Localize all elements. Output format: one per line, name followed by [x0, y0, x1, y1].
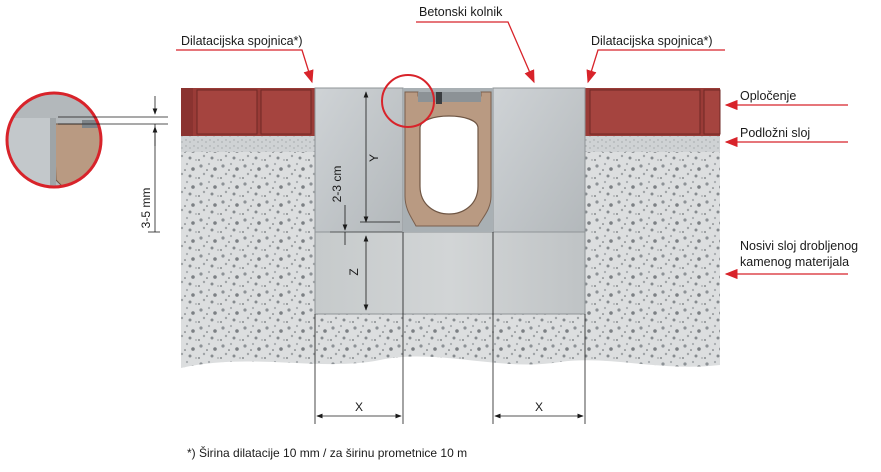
label-base-layer-line1: Nosivi sloj drobljenog: [740, 239, 858, 253]
height-dimensions: Y 2-3 cm Z: [330, 91, 402, 311]
paving-right: [585, 88, 721, 136]
paving-left: [181, 88, 315, 136]
dim-x-right-label: X: [535, 400, 543, 414]
magnified-detail-circle: [5, 91, 103, 189]
gap-3-5-dimension: 3-5 mm: [58, 96, 168, 233]
dim-y-label: Y: [367, 154, 381, 162]
footnote: *) Širina dilatacije 10 mm / za širinu p…: [187, 445, 467, 460]
label-sub-layer: Podložni sloj: [740, 126, 810, 140]
gap-3-5-label: 3-5 mm: [139, 188, 153, 229]
concrete-foundation: [314, 231, 586, 315]
callout-kerb: [416, 21, 535, 84]
callout-lines: [176, 21, 848, 280]
label-paving: Opločenje: [740, 89, 796, 103]
width-dimensions: X X: [314, 232, 586, 424]
label-base-layer-line2: kamenog materijala: [740, 255, 849, 269]
sub-layer-left: [181, 136, 315, 152]
concrete-block-right: [492, 87, 586, 233]
sub-layer-right: [585, 136, 720, 152]
concrete-block-left: [314, 87, 404, 233]
dim-x-left-label: X: [355, 400, 363, 414]
callout-dilatation-right: [586, 49, 725, 84]
channel-drain: [403, 88, 493, 232]
detail-marker-circle: [381, 74, 435, 128]
label-concrete-kerb: Betonski kolnik: [419, 5, 503, 19]
label-dilatation-right: Dilatacijska spojnica*): [591, 34, 713, 48]
callout-dilatation-left: [176, 49, 314, 84]
label-dilatation-left: Dilatacijska spojnica*): [181, 34, 303, 48]
dim-z-label: Z: [347, 268, 361, 275]
dim-2-3-label: 2-3 cm: [330, 166, 344, 203]
